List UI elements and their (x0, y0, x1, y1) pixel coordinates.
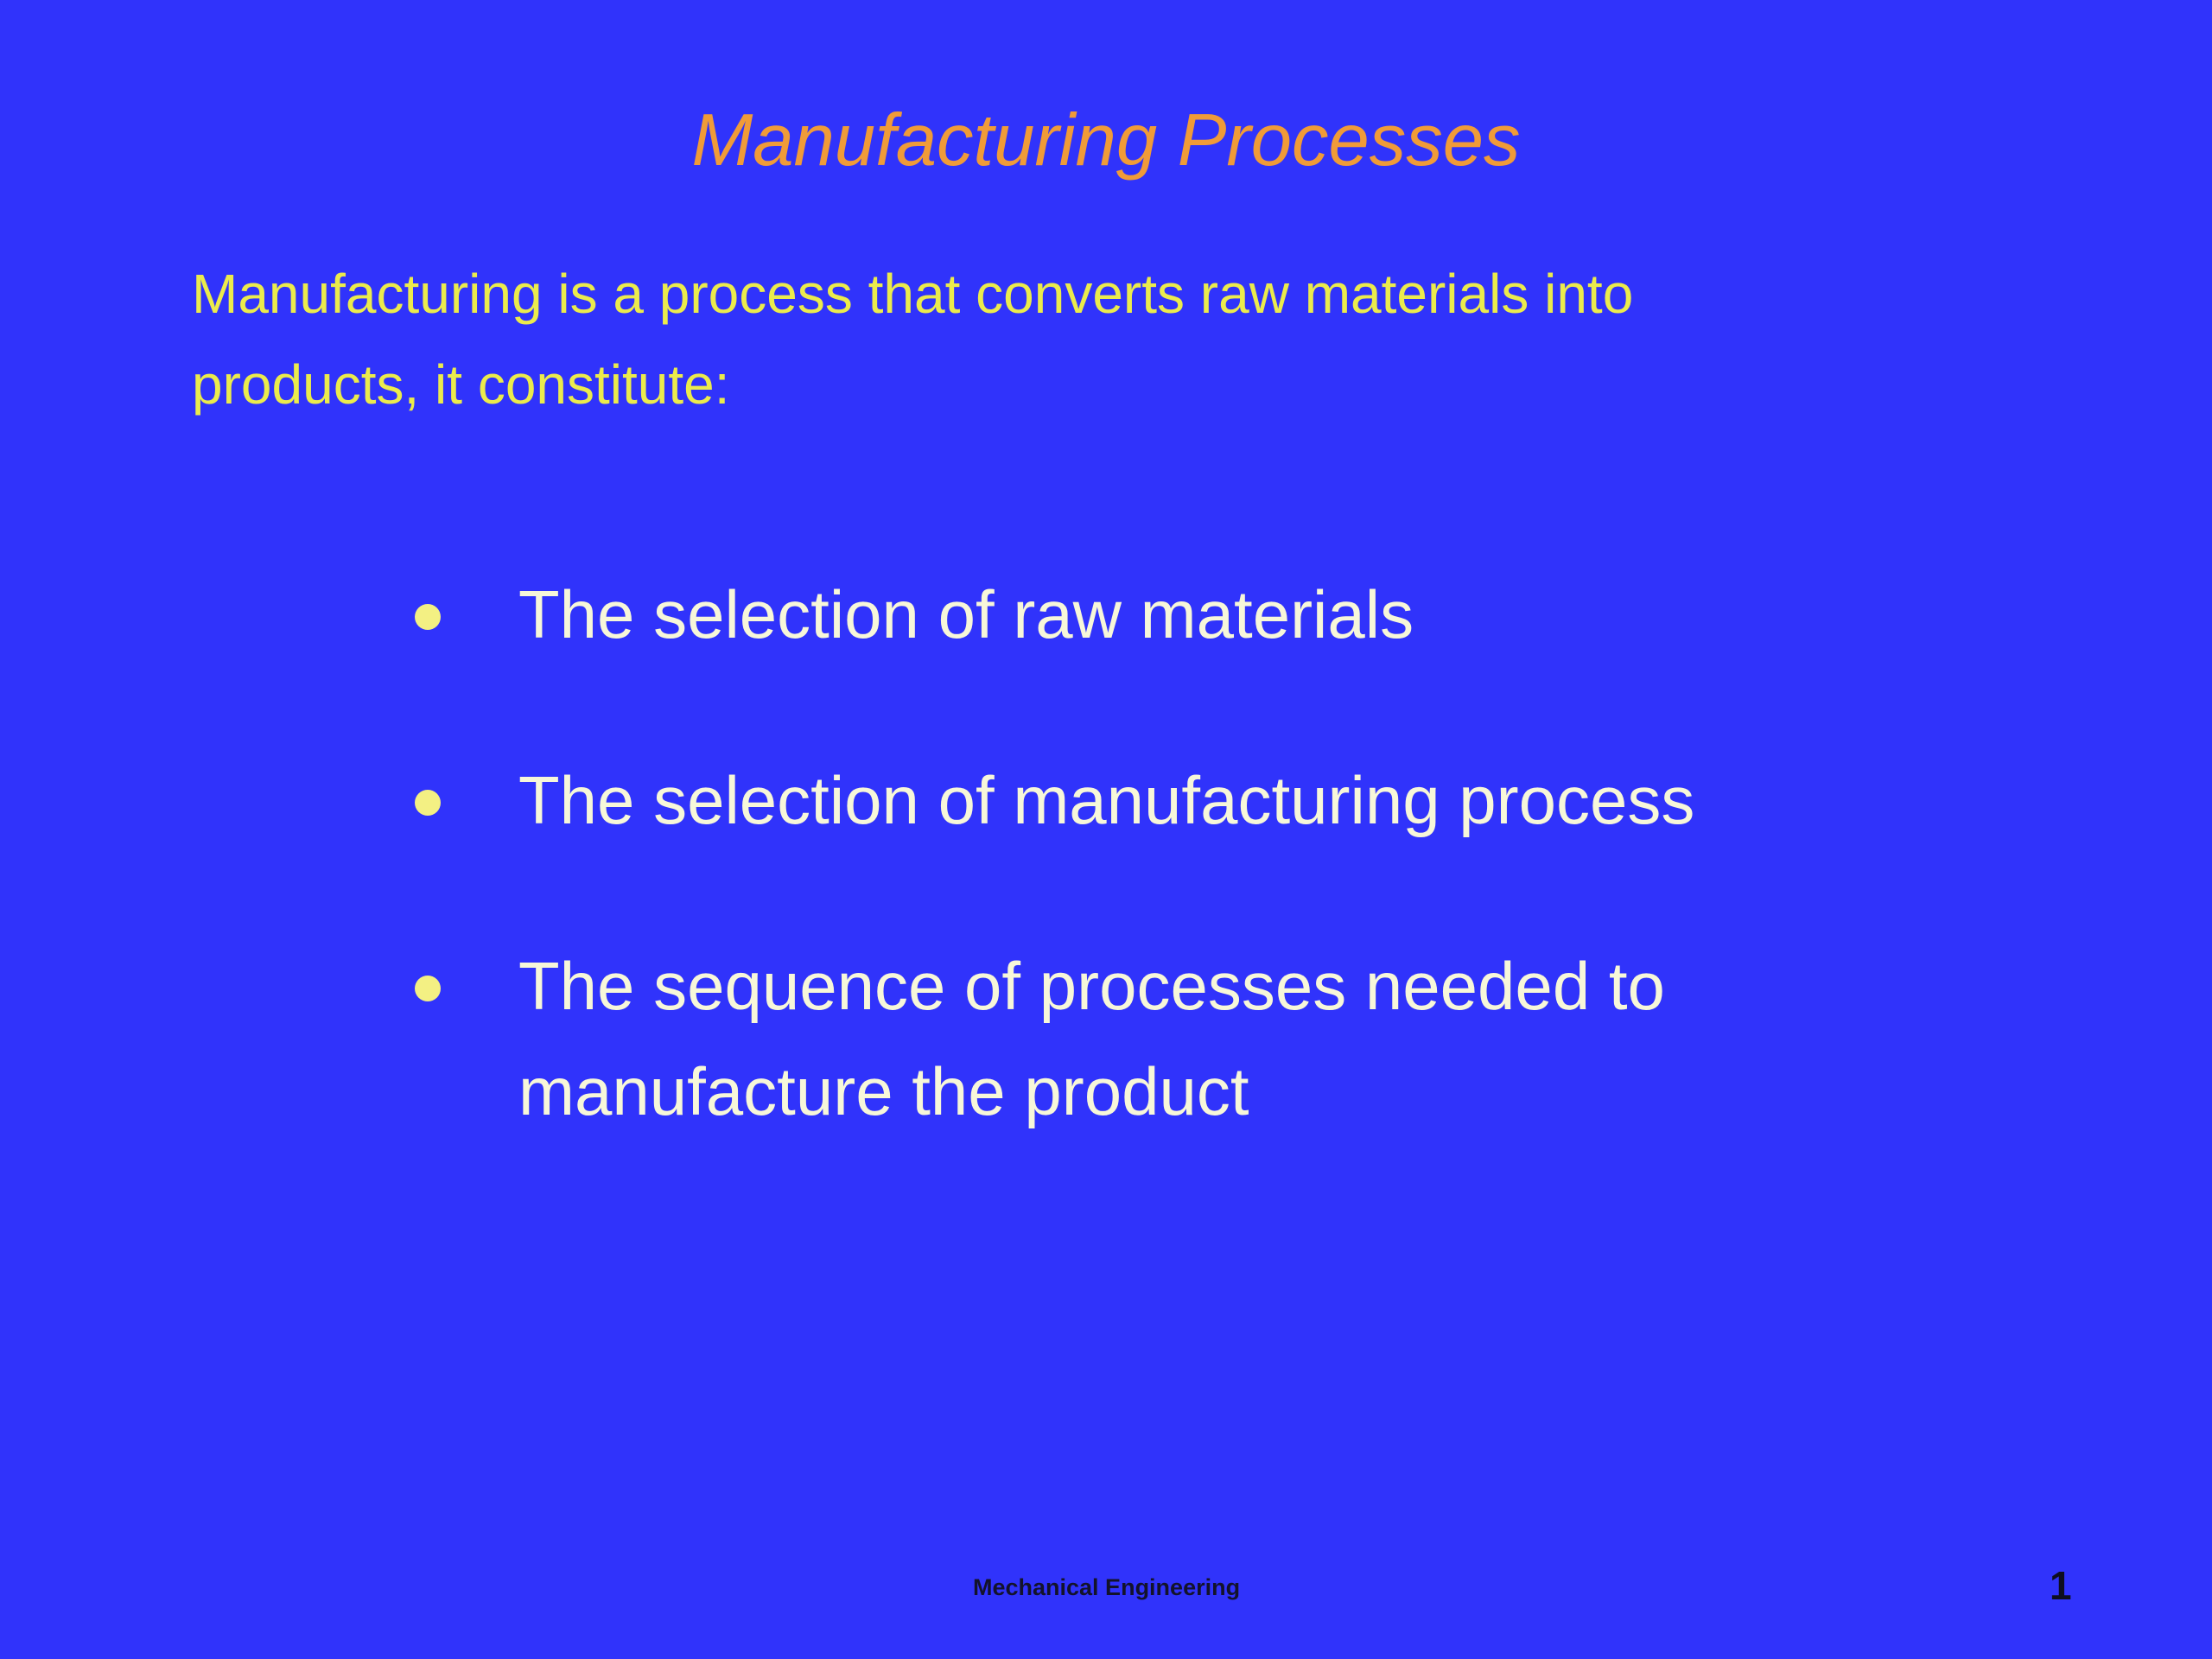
footer-text: Mechanical Engineering (973, 1574, 1241, 1600)
bullet-text: The selection of manufacturing process (518, 747, 1694, 853)
bullet-icon (415, 604, 441, 630)
bullet-line: The sequence of processes needed to (518, 948, 1665, 1024)
bullet-text: The sequence of processes needed to manu… (518, 933, 1665, 1144)
bullet-text: The selection of raw materials (518, 562, 1414, 667)
bullet-line: manufacture the product (518, 1053, 1249, 1129)
intro-paragraph: Manufacturing is a process that converts… (192, 249, 2006, 430)
bullet-list: The selection of raw materials The selec… (415, 562, 1694, 1224)
bullet-line: The selection of raw materials (518, 576, 1414, 652)
intro-line-1: Manufacturing is a process that converts… (192, 263, 1634, 325)
page-number: 1 (2050, 1563, 2072, 1608)
bullet-icon (415, 790, 441, 816)
bullet-item: The selection of manufacturing process (415, 747, 1694, 853)
bullet-line: The selection of manufacturing process (518, 762, 1695, 838)
bullet-item: The selection of raw materials (415, 562, 1694, 667)
bullet-item: The sequence of processes needed to manu… (415, 933, 1694, 1144)
slide-title: Manufacturing Processes (691, 99, 1521, 181)
bullet-icon (415, 976, 441, 1001)
intro-line-2: products, it constitute: (192, 353, 730, 416)
